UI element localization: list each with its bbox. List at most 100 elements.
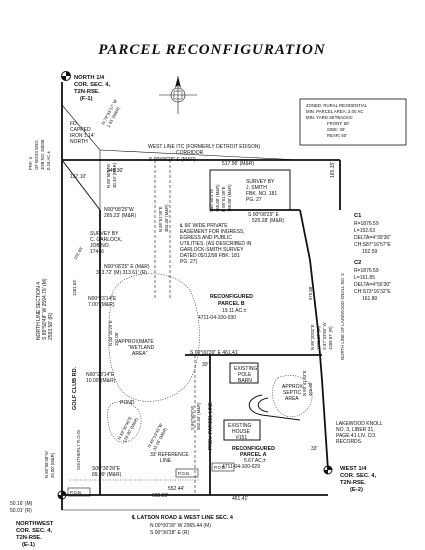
svg-text:S 87°33'55" W: S 87°33'55" W [322, 321, 327, 350]
septic-label: APPROX. SEPTIC AREA [282, 384, 304, 402]
bearing-182-label: N 00°28'29"E 182.06' [108, 320, 119, 346]
svg-text:L=152.63: L=152.63 [354, 228, 375, 234]
svg-text:C1: C1 [354, 213, 362, 219]
distance-137: 137.10' [70, 174, 86, 180]
north-quarter-corner-label: NORTH 1/4 COR. SEC. 4, T2N-R5E. (F-1) [74, 75, 110, 102]
svg-text:APPROX.: APPROX. [282, 384, 304, 390]
svg-text:S 00°30'28" E (R): S 00°30'28" E (R) [150, 530, 190, 536]
svg-text:AREA": AREA" [132, 351, 148, 357]
svg-text:JOB NO. 84038: JOB NO. 84038 [40, 139, 45, 170]
svg-text:AREA: AREA [285, 396, 299, 402]
svg-text:GOLF CLUB RD.: GOLF CLUB RD. [72, 366, 78, 410]
svg-text:17446: 17446 [90, 249, 104, 255]
survey-smith-label: SURVEY BY J. SMITH FBK. NO. 181 PG. 27 [246, 179, 277, 203]
svg-text:RECONFIGURED: RECONFIGURED [210, 294, 253, 300]
svg-text:313.72' (M) 313.61' (R): 313.72' (M) 313.61' (R) [96, 270, 147, 276]
svg-text:NORTH LINE OF LAKEWOOD KNOLL N: NORTH LINE OF LAKEWOOD KNOLL NO. 3 [340, 273, 345, 360]
svg-text:40.33' (M&R): 40.33' (M&R) [112, 162, 117, 188]
svg-text:SIDE: 30': SIDE: 30' [327, 127, 345, 132]
pob-marker-1: P.O.B. [67, 487, 91, 497]
svg-text:7.00' (M&R): 7.00' (M&R) [88, 302, 115, 308]
svg-text:NORTHWEST: NORTHWEST [16, 521, 54, 527]
survey-garlock-label: SURVEY BY C. GARLOCK, JOB NO. 17446 [90, 231, 122, 255]
curve-c1-table: C1 R=1876.59 L=152.63 DELTA=4°39'36" CH:… [354, 213, 391, 255]
latson-road-label: ℄ LATSON ROAD & WEST LINE SEC. 4 N 00°00… [131, 514, 234, 536]
svg-text:161.80: 161.80 [362, 296, 378, 302]
bearing-1000: N00°23'14"E 10.00' (M&R) [86, 372, 116, 384]
svg-text:25.00' (M&R): 25.00' (M&R) [50, 452, 55, 478]
svg-text:BARN: BARN [238, 378, 252, 384]
svg-text:(F-1): (F-1) [80, 96, 93, 102]
svg-text:R=1876.59: R=1876.59 [354, 221, 379, 227]
svg-text:165.15': 165.15' [330, 162, 336, 178]
svg-text:FRONT: 50': FRONT: 50' [327, 121, 349, 126]
zoning-box: ZONED: RURAL RESIDENTIAL MIN. PARCEL ARE… [299, 98, 407, 146]
svg-text:EXISTING: EXISTING [228, 423, 251, 429]
svg-text:POLE: POLE [238, 372, 252, 378]
svg-text:SURVEY BY: SURVEY BY [246, 179, 275, 185]
svg-text:N 89°50'5"W: N 89°50'5"W [106, 163, 111, 188]
svg-text:PARCEL B: PARCEL B [218, 301, 245, 307]
svg-text:0.18 AC.±: 0.18 AC.± [46, 151, 51, 170]
svg-text:P.O.B.: P.O.B. [70, 490, 82, 495]
svg-text:NORTH 1/4: NORTH 1/4 [74, 75, 105, 81]
svg-text:579.88': 579.88' [308, 286, 313, 300]
svg-text:DATED 05/12/99 FBK. 181: DATED 05/12/99 FBK. 181 [180, 253, 240, 259]
svg-text:552.44' (M&R): 552.44' (M&R) [196, 402, 201, 430]
smith-block-bearings: S89°50'5"W 165.00' (M&R) N 89°51'39"E 16… [209, 184, 232, 212]
svg-text:R=1876.59: R=1876.59 [354, 268, 379, 274]
svg-text:N00°08'25" E (M&R): N00°08'25" E (M&R) [104, 264, 150, 270]
svg-text:89.99' (M&R): 89.99' (M&R) [92, 472, 122, 478]
pole-barn [229, 362, 259, 384]
svg-text:FBK. NO. 181: FBK. NO. 181 [246, 191, 277, 197]
bearing-8999: S00°30'28"E 89.99' (M&R) [92, 466, 122, 478]
svg-text:NORTH LINE SECTION 4: NORTH LINE SECTION 4 [36, 282, 42, 340]
bearing-461-top: S 00°00'39" E 461.41' [190, 350, 239, 356]
parcel-a-label: RECONFIGURED PARCEL A 5.67 AC.± 4711-04-… [222, 446, 275, 470]
svg-text:1281.63': 1281.63' [72, 279, 77, 296]
svg-text:LAKEWOOD KNOLL: LAKEWOOD KNOLL [336, 421, 383, 427]
svg-text:S 89°58'48" W 2594.79' (M): S 89°58'48" W 2594.79' (M) [42, 278, 48, 340]
driveway [248, 394, 301, 421]
svg-text:C. GARLOCK,: C. GARLOCK, [90, 237, 122, 243]
svg-text:PREV. PARCEL LINE: PREV. PARCEL LINE [208, 401, 214, 450]
existing-house [223, 419, 261, 441]
svg-text:165.00' (M&R): 165.00' (M&R) [215, 184, 220, 212]
svg-text:COR. SEC. 4,: COR. SEC. 4, [340, 473, 376, 479]
lakewood-knoll-label: LAKEWOOD KNOLL NO. 3, LIBER 31, PAGE 41 … [336, 421, 383, 445]
parcel-boundary [61, 82, 341, 511]
svg-text:APPROXIMATE: APPROXIMATE [118, 339, 154, 345]
bearing-165: 165.15' [330, 162, 336, 178]
svg-text:EASEMENT FOR INGRESS,: EASEMENT FOR INGRESS, [180, 229, 245, 235]
wetland-label: APPROXIMATE "WETLAND AREA" [118, 339, 155, 357]
bearing-700: N00°23'14"E 7.00' (M&R) [88, 296, 117, 308]
svg-text:T2N-R5E.: T2N-R5E. [16, 535, 42, 541]
page-title: PARCEL RECONFIGURATION [98, 42, 326, 58]
svg-text:CH:S87°16'57"E: CH:S87°16'57"E [354, 242, 391, 248]
bearing-465: N 89°41'33"E 465.60' [302, 370, 313, 396]
svg-text:IRON 1.14': IRON 1.14' [70, 133, 95, 139]
svg-text:(E-1): (E-1) [22, 542, 35, 548]
distance-5001: 50.01' (R) [10, 508, 32, 514]
svg-text:PG. 27: PG. 27 [246, 197, 262, 203]
svg-text:S89°50'5"W: S89°50'5"W [209, 188, 214, 212]
svg-text:EXISTING: EXISTING [234, 366, 257, 372]
svg-text:465.60': 465.60' [308, 382, 313, 396]
svg-text:ZONED: RURAL RESIDENTIAL: ZONED: RURAL RESIDENTIAL [306, 103, 368, 108]
svg-text:COR. SEC. 4,: COR. SEC. 4, [16, 528, 52, 534]
svg-text:C2: C2 [354, 260, 361, 266]
wetland-area [108, 273, 200, 402]
distance-517: 517.96' (M&R) [222, 161, 254, 167]
svg-text:304.45' (M&R): 304.45' (M&R) [164, 204, 169, 232]
svg-text:NORTH: NORTH [70, 139, 88, 145]
northwest-corner-icon [57, 490, 67, 500]
svg-text:4711-04-100-030: 4711-04-100-030 [198, 315, 236, 321]
distance-345: 345.30' [107, 168, 123, 174]
svg-text:N 89°51'39"E: N 89°51'39"E [221, 186, 226, 212]
svg-text:152.63': 152.63' [73, 246, 84, 261]
svg-text:T2N-R5E.: T2N-R5E. [340, 480, 366, 486]
svg-text:N00°23'14"E: N00°23'14"E [88, 296, 117, 302]
svg-text:RECONFIGURED: RECONFIGURED [232, 446, 275, 452]
svg-text:10.00' (M&R): 10.00' (M&R) [86, 378, 116, 384]
